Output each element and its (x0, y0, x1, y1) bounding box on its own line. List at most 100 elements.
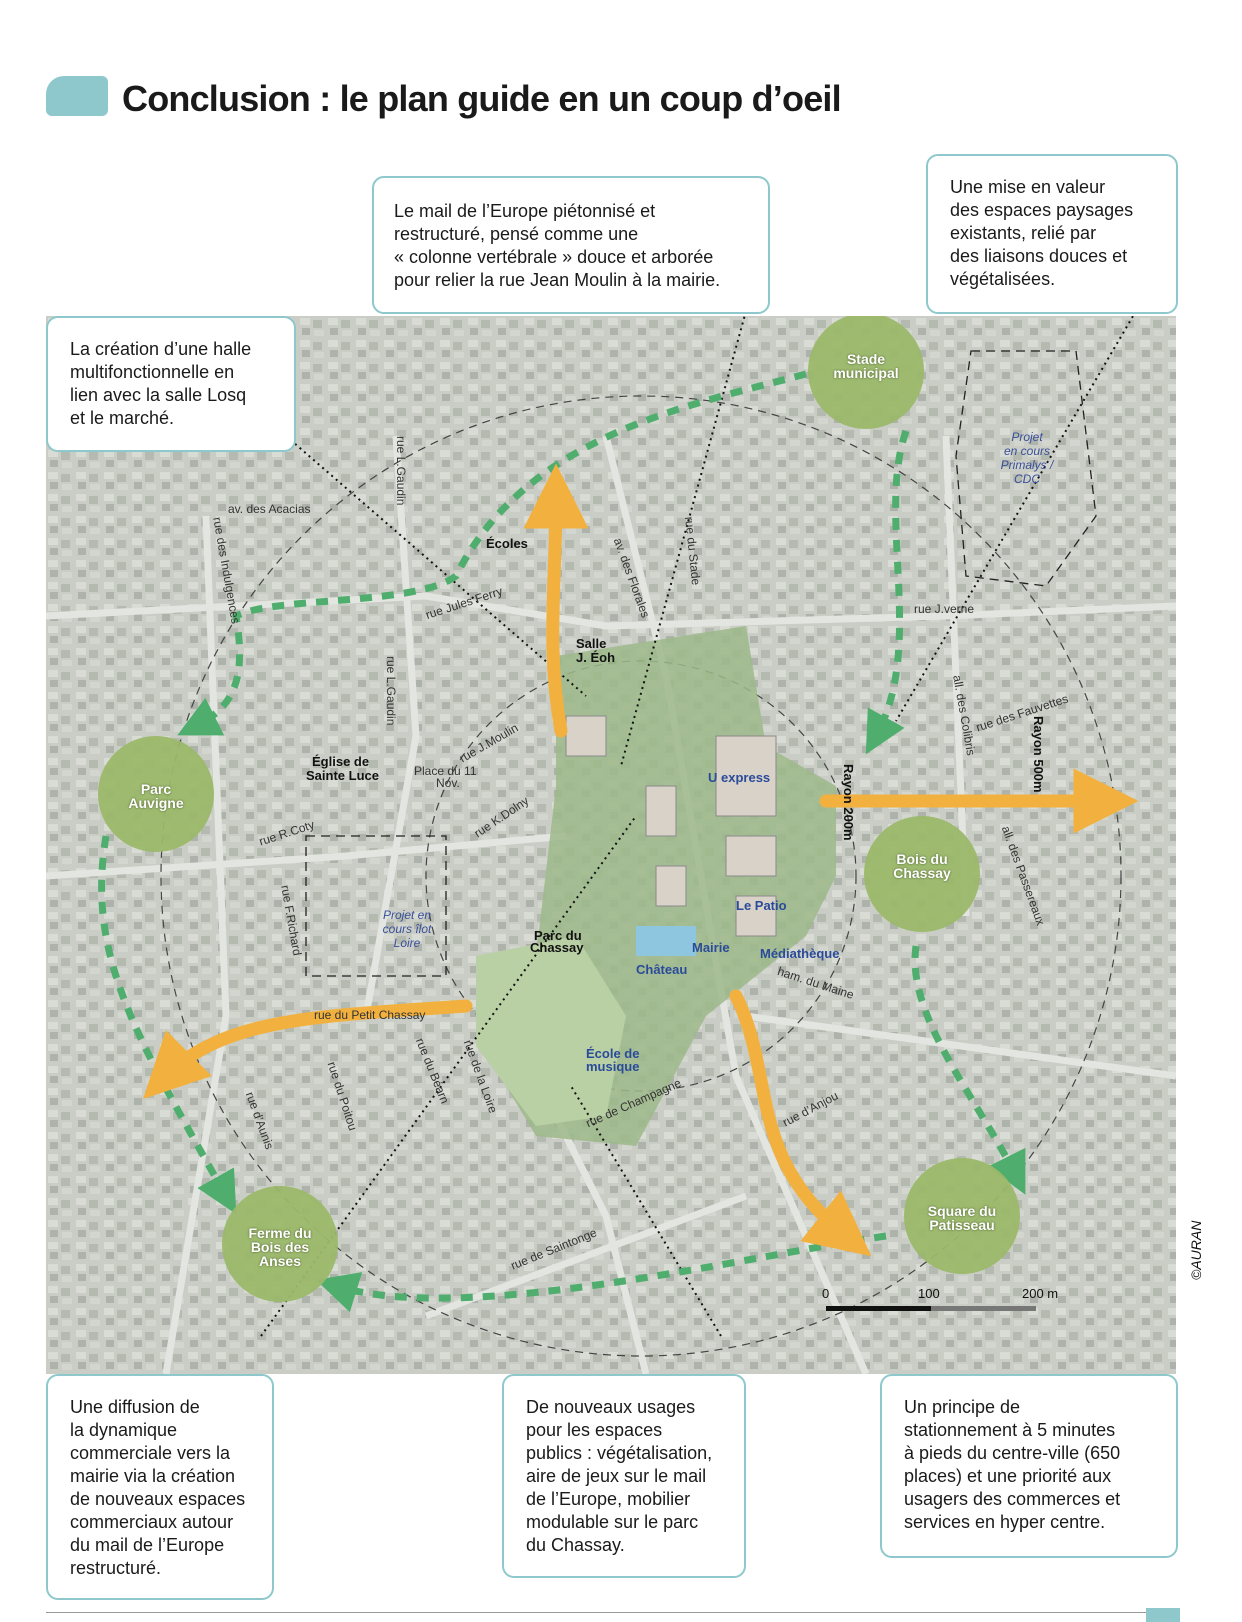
street-lgaudin-top: rue L.Gaudin (394, 436, 408, 506)
label-projet-primalys: Projet en cours Primalys / CDC (992, 430, 1062, 486)
usages-line-4: aire de jeux sur le mail (526, 1466, 707, 1486)
square-line-1: Square du (927, 1203, 997, 1219)
label-rayon-200: Rayon 200m (841, 764, 856, 841)
street-petit-chassay: rue du Petit Chassay (314, 1008, 426, 1022)
projet-primalys-line-1: Projet (1011, 430, 1043, 444)
label-eglise: Église de (312, 754, 370, 769)
diffusion-line-1: Une diffusion de (70, 1397, 200, 1417)
label-parc-chassay: Parc du (534, 928, 582, 943)
stationnement-line-2: stationnement à 5 minutes (904, 1420, 1116, 1440)
footer-accent-tab (1146, 1608, 1180, 1622)
square-line-2: Patisseau (929, 1217, 995, 1233)
usages-line-2: pour les espaces (526, 1420, 663, 1440)
map-panel: Écoles Salle J. Éoh Église de Sainte Luc… (46, 316, 1176, 1374)
label-chateau: Château (636, 962, 688, 977)
street-acacias: av. des Acacias (228, 502, 311, 516)
halle-line-4: et le marché. (70, 408, 175, 428)
label-mairie: Mairie (692, 940, 730, 955)
callout-mail-europe: Le mail de l’Europe piétonnisé et restru… (372, 176, 770, 314)
diffusion-line-5: de nouveaux espaces (70, 1489, 246, 1509)
buildings (565, 715, 777, 937)
water-basin (636, 926, 696, 956)
scale-200: 200 m (1022, 1286, 1059, 1301)
stade-line-1: Stade (846, 351, 886, 367)
usages-line-3: publics : végétalisation, (526, 1443, 713, 1463)
label-projet-ilot-loire: Projet en cours îlot Loire (372, 908, 442, 950)
label-salle-name: J. Éoh (576, 650, 616, 665)
callout-diffusion-commerciale: Une diffusion de la dynamique commercial… (46, 1374, 274, 1600)
callout-pointers (260, 316, 1135, 1337)
diffusion-line-4: mairie via la création (70, 1466, 236, 1486)
espaces-line-4: des liaisons douces et (950, 246, 1128, 266)
usages-line-5: de l’Europe, mobilier (526, 1489, 691, 1509)
projet-ilot-line-3: Loire (393, 936, 421, 950)
label-eglise-name: Sainte Luce (306, 768, 379, 783)
projet-primalys-line-4: CDC (1014, 472, 1040, 486)
espaces-line-5: végétalisées. (950, 269, 1056, 289)
halle-line-2: multifonctionnelle en (70, 362, 235, 382)
auvigne-line-1: Parc (140, 781, 172, 797)
scale-100: 100 (918, 1286, 940, 1301)
street-lgaudin: rue L.Gaudin (384, 656, 398, 726)
stationnement-line-5: usagers des commerces et (904, 1489, 1121, 1509)
mail-line-2: restructuré, pensé comme une (394, 224, 639, 244)
diffusion-line-3: commerciale vers la (70, 1443, 231, 1463)
credit-auran: ©AURAN (1188, 1220, 1204, 1280)
label-salle: Salle (576, 636, 607, 651)
diffusion-line-2: la dynamique (70, 1420, 178, 1440)
callout-espaces-paysagers: Une mise en valeur des espaces paysages … (926, 154, 1178, 314)
page-title: Conclusion : le plan guide en un coup d’… (122, 78, 842, 119)
label-ecoles: Écoles (486, 536, 528, 551)
label-parc-chassay-name: Chassay (530, 940, 584, 955)
circle-square-patisseau: Square du Patisseau (912, 1204, 1012, 1232)
stationnement-line-4: places) et une priorité aux (904, 1466, 1112, 1486)
orange-axes (142, 463, 1139, 1257)
mail-line-3: « colonne vertébrale » douce et arborée (394, 247, 714, 267)
projet-ilot-loire-outline (305, 835, 447, 977)
usages-line-1: De nouveaux usages (526, 1397, 696, 1417)
label-le-patio: Le Patio (736, 898, 787, 913)
halle-line-1: La création d’une halle (70, 339, 252, 359)
stade-line-2: municipal (833, 365, 899, 381)
stationnement-line-3: à pieds du centre-ville (650 (904, 1443, 1121, 1463)
scale-0: 0 (822, 1286, 830, 1301)
circle-bois-chassay: Bois du Chassay (872, 852, 972, 880)
diffusion-line-6: commerciaux autour (70, 1512, 234, 1532)
scale-bar (826, 1306, 1036, 1311)
diffusion-line-7: du mail de l’Europe (70, 1535, 225, 1555)
footer-divider (46, 1612, 1146, 1613)
projet-ilot-line-2: cours îlot (382, 922, 432, 936)
halle-line-3: lien avec la salle Losq (70, 385, 247, 405)
callout-nouveaux-usages: De nouveaux usages pour les espaces publ… (502, 1374, 746, 1578)
bois-chassay-line-1: Bois du (896, 851, 948, 867)
projet-primalys-line-3: Primalys / (1000, 458, 1054, 472)
destination-circles (98, 316, 1020, 1302)
circle-parc-auvigne: Parc Auvigne (106, 782, 206, 810)
parc-chassay-area (476, 936, 626, 1126)
usages-line-7: du Chassay. (526, 1535, 625, 1555)
circle-stade-municipal: Stade municipal (816, 352, 916, 380)
ferme-line-1: Ferme du (248, 1225, 312, 1241)
auvigne-line-2: Auvigne (128, 795, 184, 811)
callout-halle: La création d’une halle multifonctionnel… (46, 316, 296, 452)
projet-primalys-line-2: en cours (1003, 444, 1051, 458)
map-graphics (46, 316, 1176, 1374)
label-rayon-500: Rayon 500m (1031, 716, 1046, 793)
radius-500-circle (160, 395, 1122, 1357)
ferme-line-2: Bois des (250, 1239, 310, 1255)
projet-ilot-line-1: Projet en (382, 908, 432, 922)
street-jverne: rue J.verne (914, 602, 975, 616)
label-place: Place du 11 (414, 764, 477, 778)
mail-line-4: pour relier la rue Jean Moulin à la mair… (394, 270, 721, 290)
ferme-line-3: Anses (258, 1253, 302, 1269)
stationnement-line-6: services en hyper centre. (904, 1512, 1106, 1532)
title-accent-tab (46, 76, 108, 116)
bois-chassay-line-2: Chassay (893, 865, 951, 881)
espaces-line-1: Une mise en valeur (950, 177, 1106, 197)
usages-line-6: modulable sur le parc (526, 1512, 699, 1532)
callout-stationnement: Un principe de stationnement à 5 minutes… (880, 1374, 1178, 1558)
diffusion-line-8: restructuré. (70, 1558, 162, 1578)
label-mediatheque: Médiathèque (760, 946, 840, 961)
projet-primalys-outline (955, 350, 1097, 587)
label-u-express: U express (708, 770, 771, 785)
